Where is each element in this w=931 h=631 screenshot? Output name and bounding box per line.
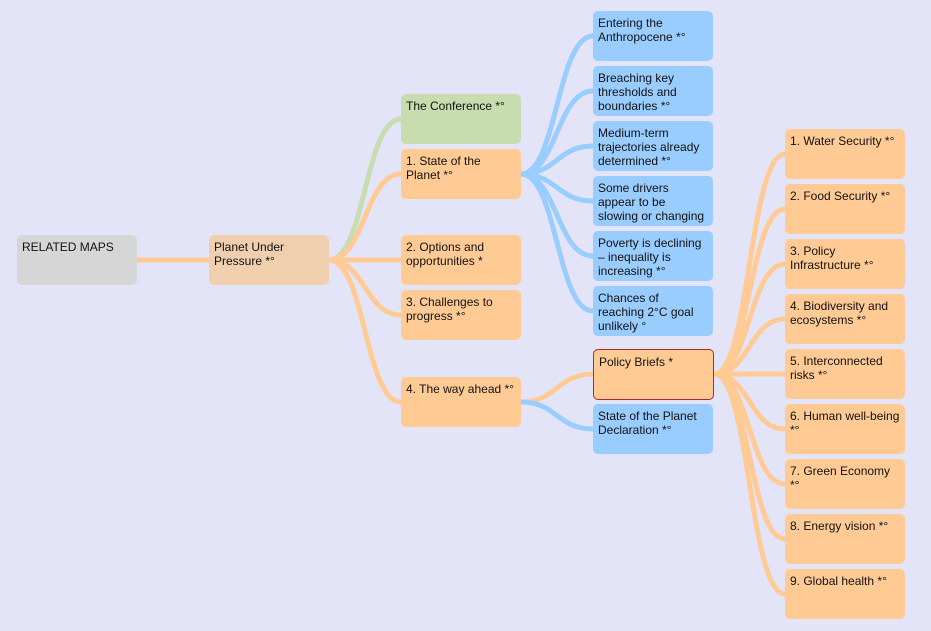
connector-state-child: [518, 33, 596, 177]
branch-node-state-of-planet[interactable]: 1. State of the Planet *°: [401, 149, 521, 199]
policy-brief-item-node[interactable]: 8. Energy vision *°: [785, 514, 905, 564]
declaration-node[interactable]: State of the Planet Declaration *°: [593, 404, 713, 454]
branch-node-conference[interactable]: The Conference *°: [401, 94, 521, 144]
connector-way-ahead-child: [518, 399, 596, 432]
policy-brief-item-node[interactable]: 5. Interconnected risks *°: [785, 349, 905, 399]
connector-root-branch: [326, 171, 404, 263]
connector-brief-item: [711, 371, 788, 597]
state-child-node[interactable]: Poverty is declining – inequality is inc…: [593, 231, 713, 281]
state-child-node[interactable]: Chances of reaching 2°C goal unlikely °: [593, 286, 713, 336]
policy-brief-item-node[interactable]: 6. Human well-being *°: [785, 404, 905, 454]
connector-root-branch: [326, 257, 404, 405]
state-child-node[interactable]: Entering the Anthropocene *°: [593, 11, 713, 61]
connector-way-ahead-child: [518, 371, 596, 405]
related-maps-node[interactable]: RELATED MAPS: [17, 235, 137, 285]
state-child-node[interactable]: Breaching key thresholds and boundaries …: [593, 66, 713, 116]
branch-node-challenges[interactable]: 3. Challenges to progress *°: [401, 290, 521, 340]
policy-brief-item-node[interactable]: 7. Green Economy *°: [785, 459, 905, 509]
policy-brief-item-node[interactable]: 2. Food Security *°: [785, 184, 905, 234]
policy-brief-item-node[interactable]: 9. Global health *°: [785, 569, 905, 619]
branch-node-options[interactable]: 2. Options and opportunities *: [401, 235, 521, 285]
state-child-node[interactable]: Medium-term trajectories already determi…: [593, 121, 713, 171]
policy-brief-item-node[interactable]: 3. Policy Infrastructure *°: [785, 239, 905, 289]
root-node-planet-under-pressure[interactable]: Planet Under Pressure *°: [209, 235, 329, 285]
connector-root-branch: [326, 116, 404, 263]
connector-state-child: [518, 171, 596, 314]
branch-node-way-ahead[interactable]: 4. The way ahead *°: [401, 377, 521, 427]
policy-brief-item-node[interactable]: 4. Biodiversity and ecosystems *°: [785, 294, 905, 344]
state-child-node[interactable]: Some drivers appear to be slowing or cha…: [593, 176, 713, 226]
connector-brief-item: [711, 151, 788, 377]
policy-brief-item-node[interactable]: 1. Water Security *°: [785, 129, 905, 179]
policy-briefs-node[interactable]: Policy Briefs *: [593, 349, 714, 400]
